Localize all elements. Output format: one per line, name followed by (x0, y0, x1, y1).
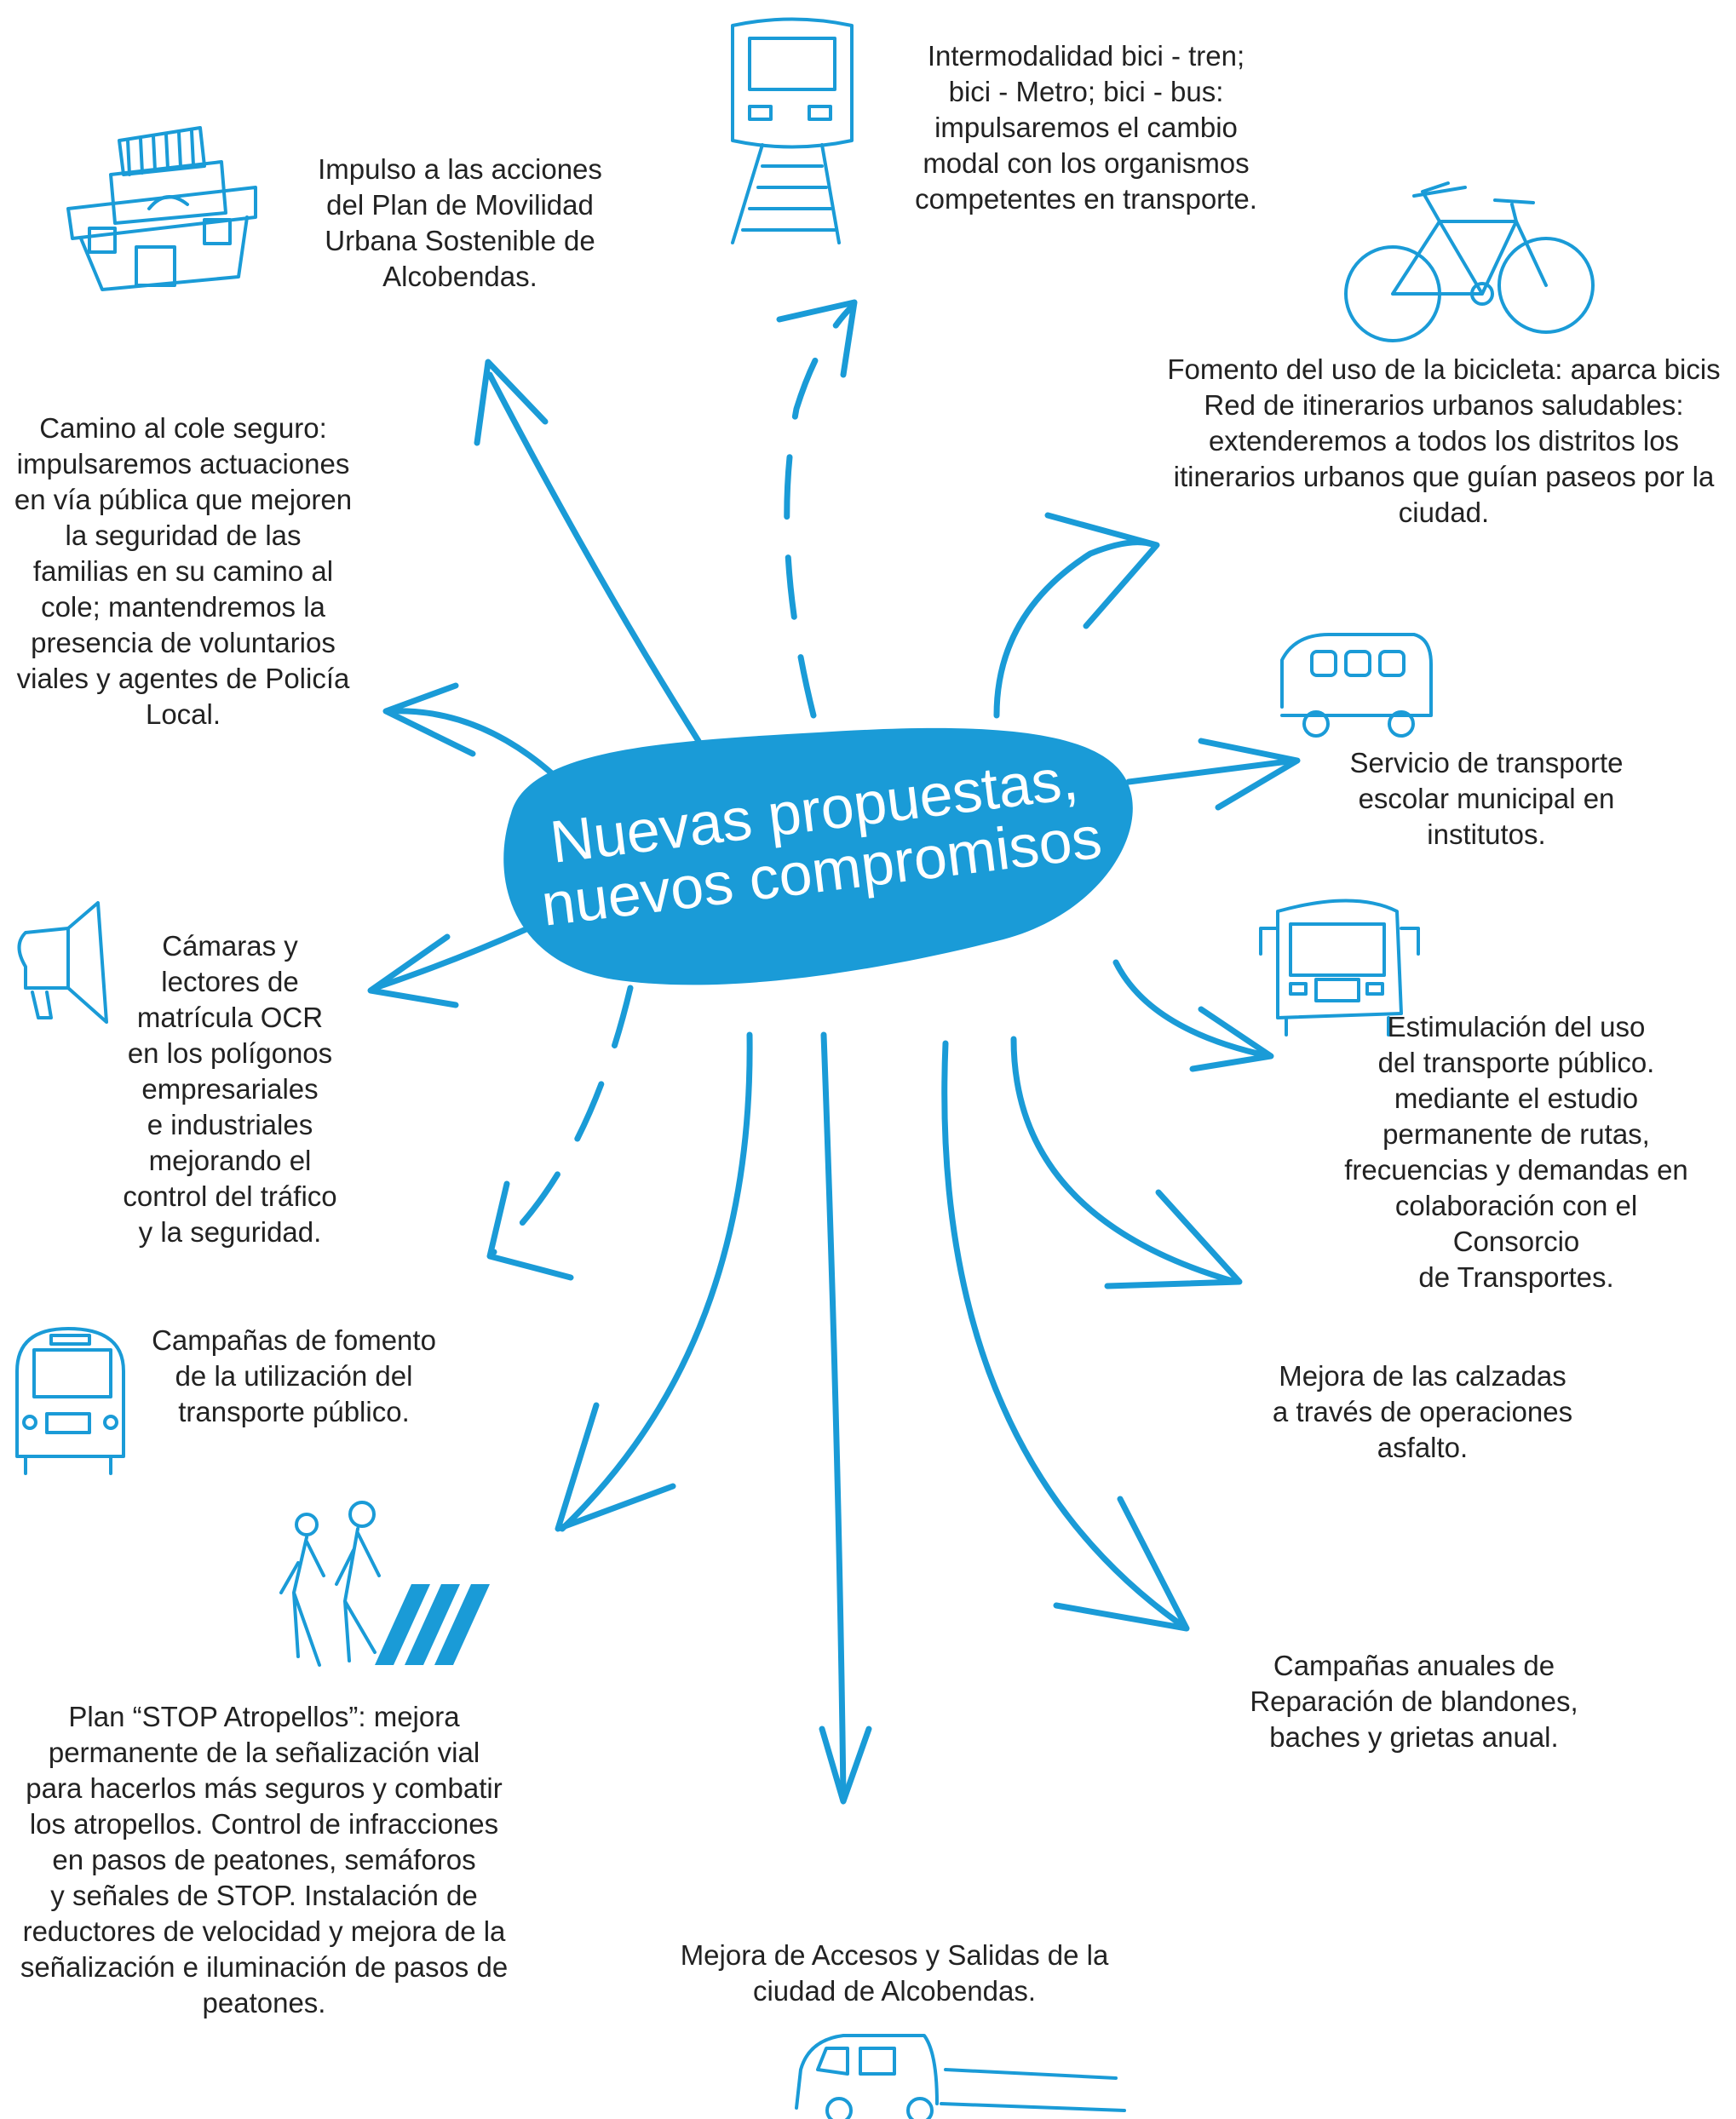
node-calzadas: Mejora de las calzadas a través de opera… (1272, 1360, 1573, 1463)
arrow-campanas-fomento (491, 985, 634, 1255)
bus-icon (15, 1327, 125, 1475)
arrow-transporte-publico (1112, 959, 1273, 1060)
arrow-camaras (371, 925, 532, 991)
node-accesos: Mejora de Accesos y Salidas de la ciudad… (680, 1939, 1109, 2007)
center-blob (503, 727, 1133, 985)
town-hall-icon (66, 126, 257, 291)
arrow-bicicleta (993, 539, 1158, 719)
bus-front-icon (1259, 899, 1420, 1037)
node-camaras: Cámaras y lectores de matrícula OCR en l… (123, 930, 337, 1248)
arrowhead-bicicleta (1044, 512, 1160, 629)
arrowhead-blandones (1053, 1496, 1190, 1632)
node-campanas-fomento: Campañas de fomento de la utilización de… (152, 1324, 436, 1427)
arrowhead-camaras (367, 933, 459, 1008)
arrowhead-stop-atropellos (555, 1402, 676, 1532)
arrowhead-cole-seguro (382, 682, 476, 757)
arrow-plan-movilidad (486, 371, 702, 744)
node-cole-seguro: Camino al cole seguro: impulsaremos actu… (14, 412, 353, 730)
van-icon (795, 2034, 1126, 2119)
node-transporte-publico: Estimulación del uso del transporte públ… (1344, 1011, 1688, 1293)
arrowhead-calzadas (1104, 1189, 1243, 1289)
arrow-blandones (941, 1040, 1187, 1630)
minibus-icon (1280, 633, 1433, 738)
train-icon (731, 17, 854, 244)
node-intermodalidad: Intermodalidad bici - tren; bici - Metro… (915, 40, 1257, 215)
arrow-accesos (820, 1031, 847, 1800)
arrowhead-accesos (819, 1726, 872, 1805)
megaphone-icon (17, 901, 108, 1024)
arrow-cole-seguro (384, 708, 557, 778)
arrowhead-plan-movilidad (474, 359, 549, 446)
arrowhead-transporte-escolar (1198, 738, 1301, 811)
node-blandones: Campañas anuales de Reparación de blando… (1250, 1650, 1578, 1753)
arrow-stop-atropellos (559, 1031, 753, 1532)
node-plan-movilidad: Impulso a las acciones del Plan de Movil… (318, 153, 602, 292)
arrow-transporte-escolar (1125, 757, 1298, 785)
arrowhead-campanas-fomento (486, 1180, 574, 1281)
arrow-calzadas (1010, 1036, 1239, 1285)
node-bicicleta: Fomento del uso de la bicicleta: aparca … (1167, 353, 1721, 528)
arrows (367, 299, 1301, 1805)
node-stop-atropellos: Plan “STOP Atropellos”: mejora permanent… (20, 1701, 509, 2019)
node-transporte-escolar: Servicio de transporte escolar municipal… (1349, 747, 1624, 850)
arrowhead-intermodalidad (776, 299, 858, 378)
arrowhead-transporte-publico (1189, 1006, 1274, 1072)
bicycle-icon (1344, 181, 1595, 342)
pedestrian-crossing-icon (279, 1501, 490, 1667)
